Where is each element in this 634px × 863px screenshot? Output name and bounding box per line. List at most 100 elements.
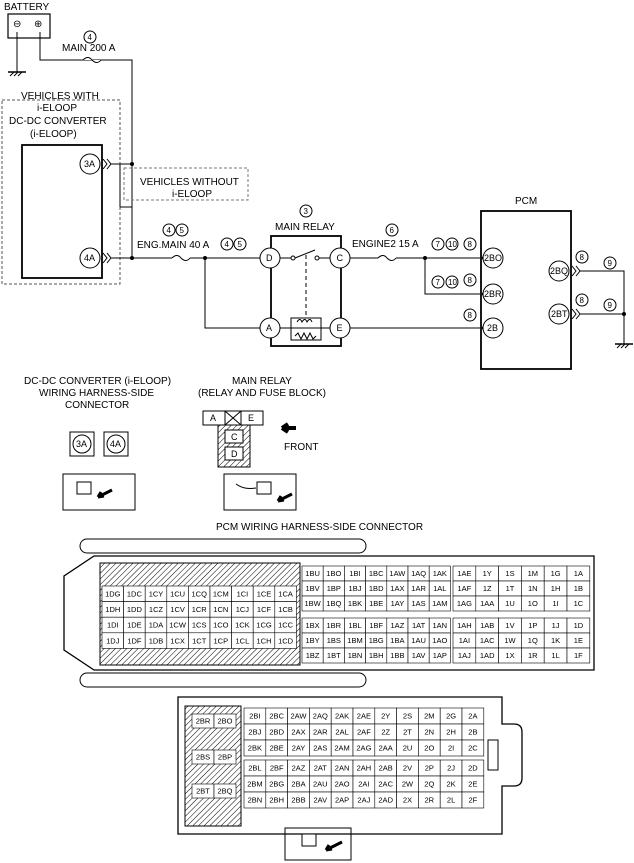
without-ieloop-region <box>123 167 249 201</box>
mark-8c: 8 <box>468 311 473 320</box>
pcm-conn1-mid-top-pin: 1BI <box>349 569 360 578</box>
pcm-conn1-mid-top-pin: 1BO <box>326 569 341 578</box>
pcm-conn1-mid-top-pin: 1AM <box>432 599 447 608</box>
pcm-conn2-bot-pin: 2AU <box>313 780 328 789</box>
mark-8d: 8 <box>580 253 585 262</box>
pcm-conn1-right-bot-pin: 1AD <box>480 651 495 660</box>
pcm-conn2-bot-pin: 2D <box>468 764 478 773</box>
pcm-conn1-left-pin: 1CO <box>213 621 229 630</box>
pcm-conn1-left-pin: 1DG <box>105 590 121 599</box>
pcm-conn1-right-bot-cell <box>566 647 591 664</box>
relay-pin-e: E <box>337 323 343 333</box>
pcm-conn2-bot-pin: 2BF <box>270 764 284 773</box>
pcm-conn1-left-pin: 1CZ <box>149 605 164 614</box>
pcm-conn1-right-top-pin: 1O <box>528 599 538 608</box>
pcm-conn1-mid-top-pin: 1BK <box>348 599 362 608</box>
pcm-conn2-top-pin: 2AW <box>291 712 308 721</box>
pcm-conn2-body <box>177 696 523 835</box>
pcm-conn2-top-pin: 2C <box>468 744 478 753</box>
pcm-conn1-right-top-pin: 1A <box>574 569 583 578</box>
pcm-conn1-left-pin: 1CA <box>278 590 293 599</box>
pcm-conn2-top-pin: 2AF <box>357 728 371 737</box>
pcm-conn1-left-pin: 1DB <box>149 636 164 645</box>
pcm-conn1-right-bot-pin: 1P <box>528 621 537 630</box>
pcm-conn1-right-top-pin: 1G <box>551 569 561 578</box>
pcm-conn1-mid-bot-pin: 1BT <box>327 651 341 660</box>
pcm-conn1-mid-bot-pin: 1BS <box>327 636 341 645</box>
pcm-conn1-left-pin: 1CI <box>237 590 249 599</box>
mark-10a: 10 <box>448 240 457 249</box>
relay-connector-icon-frame <box>223 473 297 511</box>
pcm-conn2-bot-pin: 2BL <box>248 764 261 773</box>
pcm-conn1-mid-bot-pin: 1AT <box>412 621 426 630</box>
battery-positive: ⊕ <box>34 19 42 30</box>
mark-9b: 9 <box>608 301 613 310</box>
main-relay-label: MAIN RELAY <box>275 222 335 233</box>
pcm-conn2-top-cell <box>461 739 485 757</box>
mark-7a: 7 <box>436 240 441 249</box>
relay-switch <box>294 249 316 259</box>
eng-main-after-2: 5 <box>238 240 243 249</box>
pcm-conn1-left-pin: 1CV <box>170 605 185 614</box>
main-fuse-label: MAIN 200 A <box>62 43 116 54</box>
pcm-pin-2b: 2B <box>487 323 498 333</box>
without-line1: VEHICLES WITHOUT <box>140 177 239 188</box>
connector-icon-3 <box>301 833 317 847</box>
pcm-conn2-top-pin: 2AE <box>357 712 371 721</box>
pcm-conn1-mid-bot-pin: 1BY <box>306 636 320 645</box>
relay-cell-e: E <box>248 413 254 423</box>
dcdc-title: DC-DC CONVERTER <box>9 116 107 127</box>
mark-8a: 8 <box>468 240 473 249</box>
pcm-conn1-mid-top-pin: 1BD <box>369 584 384 593</box>
pcm-conn2-side-mid-pin: 2BP <box>218 753 232 762</box>
pcm-conn1-right-bot-pin: 1X <box>505 651 514 660</box>
pcm-conn1-left-pin: 1CX <box>170 636 185 645</box>
mark-8e: 8 <box>580 296 585 305</box>
pcm-conn1-mid-bot-pin: 1BG <box>369 636 384 645</box>
pcm-conn1-left-pin: 1DI <box>107 621 119 630</box>
pcm-conn1-mid-top-pin: 1BE <box>369 599 383 608</box>
pcm-conn1-top-latch <box>79 538 367 554</box>
eng-main-after-1: 4 <box>225 240 230 249</box>
pcm-conn1-left-pin: 1CF <box>257 605 272 614</box>
pcm-conn2-top-pin: 2BE <box>270 744 284 753</box>
pcm-conn1-right-top-pin: 1AA <box>480 599 494 608</box>
dcdc-connector-title-1: DC-DC CONVERTER (i-ELOOP) <box>24 376 171 387</box>
engine2-fuse-label: ENGINE2 15 A <box>352 239 419 250</box>
pcm-conn2-bot-pin: 2AO <box>335 780 350 789</box>
pcm-conn1-mid-top-pin: 1BQ <box>326 599 341 608</box>
pcm-conn1-right-top-pin: 1AF <box>458 584 472 593</box>
pcm-conn2-side-mid-cell <box>213 749 237 765</box>
pcm-conn2-bot-pin: 2BB <box>291 796 305 805</box>
pcm-conn1-right-bot-pin: 1AB <box>480 621 494 630</box>
pcm-conn1-right-bot-pin: 1J <box>552 621 560 630</box>
pcm-conn2-top-pin: 2U <box>403 744 413 753</box>
pcm-conn2-top-pin: 2BK <box>248 744 262 753</box>
pcm-conn2-top-pin: 2I <box>448 744 454 753</box>
relay-cell-a: A <box>210 413 216 423</box>
pcm-conn1-right-bot-pin: 1AI <box>459 636 470 645</box>
pcm-conn2-top-pin: 2Y <box>381 712 390 721</box>
pcm-conn2-top-pin: 2AG <box>356 744 371 753</box>
pcm-conn2-bot-pin: 2BN <box>248 796 263 805</box>
pcm-conn1-mid-top-pin: 1BJ <box>349 584 362 593</box>
pcm-conn2-bot-pin: 2W <box>402 780 414 789</box>
pcm-conn2-top-pin: 2AQ <box>313 712 328 721</box>
pcm-conn2-top-pin: 2S <box>403 712 412 721</box>
pcm-conn1-left-pin: 1CD <box>278 636 294 645</box>
pcm-conn1-right-top-pin: 1Z <box>483 584 492 593</box>
pcm-conn1-mid-top-pin: 1BU <box>305 569 320 578</box>
pcm-conn2-top-pin: 2H <box>446 728 456 737</box>
main-relay-number: 3 <box>304 207 309 216</box>
pcm-conn1-left-pin: 1CR <box>192 605 208 614</box>
pcm-conn1-right-bot-pin: 1AH <box>457 621 472 630</box>
pcm-conn1-mid-top-pin: 1AQ <box>411 569 426 578</box>
pcm-conn1-mid-top-pin: 1BC <box>369 569 384 578</box>
pcm-conn2-bot-pin: 2AP <box>335 796 349 805</box>
pcm-conn1-mid-bot-pin: 1BH <box>369 651 384 660</box>
pcm-conn1-mid-bot-pin: 1BF <box>369 621 383 630</box>
pcm-conn1-left-pin: 1DF <box>127 636 142 645</box>
pcm-conn1-right-top-pin: 1H <box>551 584 561 593</box>
pcm-conn1-mid-bot-cell <box>428 647 451 664</box>
pcm-conn2-side-bot-pin: 2BT <box>196 787 210 796</box>
